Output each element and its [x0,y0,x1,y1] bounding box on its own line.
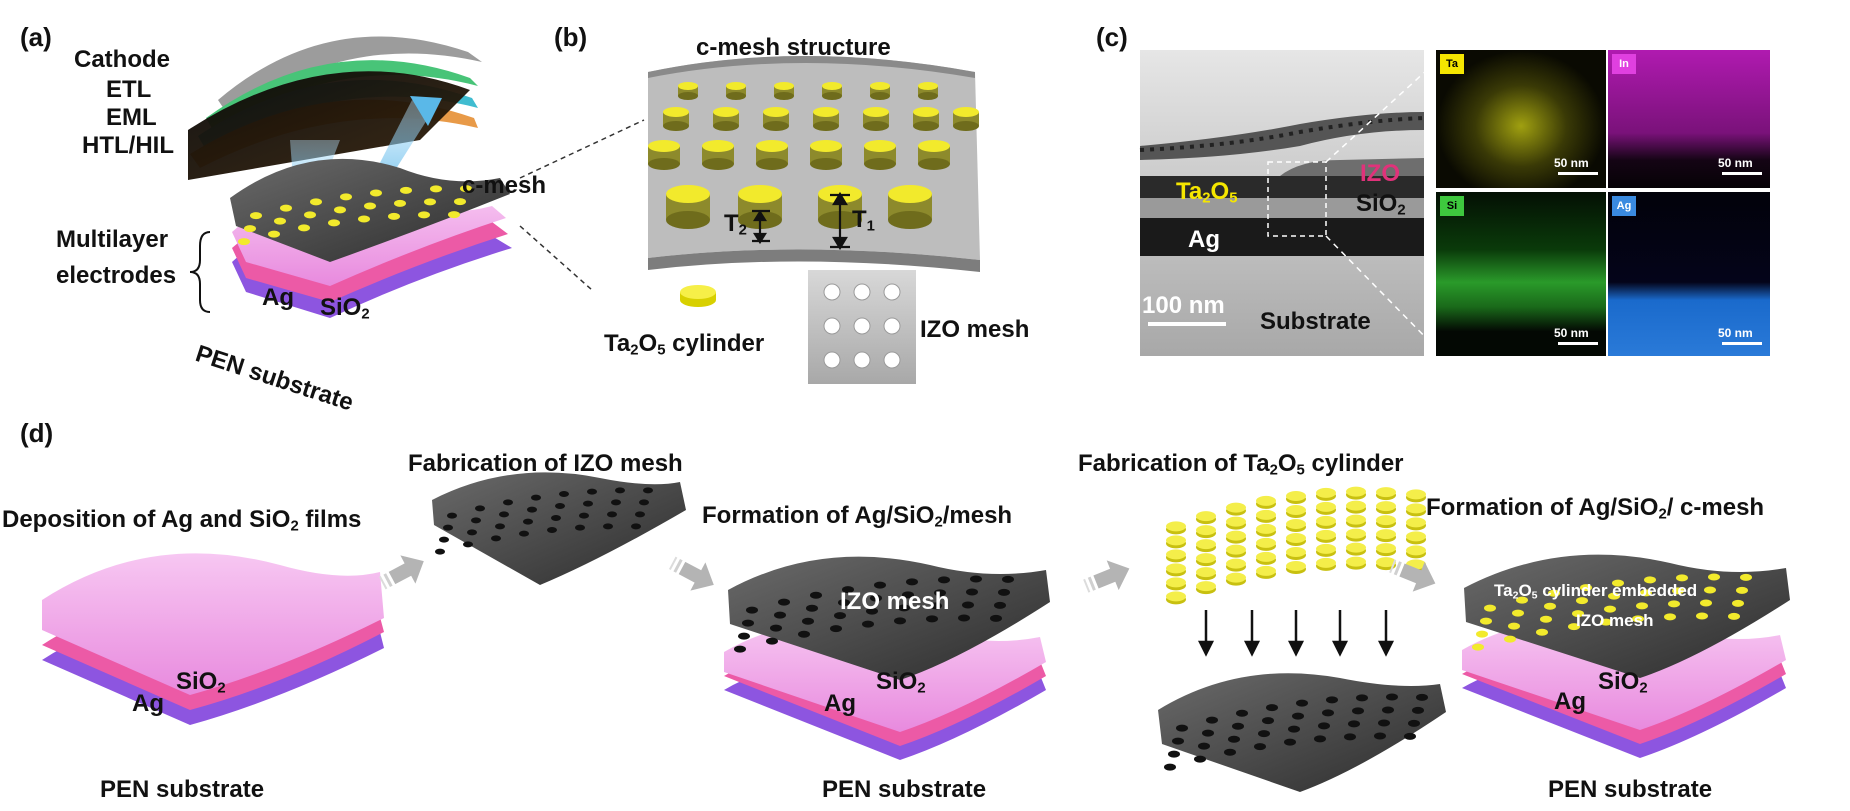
label-step2: Fabrication of IZO mesh [408,450,683,477]
light-beam-arrow [410,96,442,126]
label-step4: Fabrication of Ta2O5 cylinder [1078,450,1404,479]
label-pen-d5: PEN substrate [1548,776,1713,803]
label-sio2-tem: SiO2 [1356,190,1406,219]
panel-label-d: (d) [20,418,54,448]
process-arrow-1 [374,546,432,598]
label-embedded-line2: IZO mesh [1576,611,1654,630]
panel-c-tem [1139,50,1439,356]
label-embedded-line1: Ta2O5 cylinder embedded [1494,581,1698,602]
eds-scale-in: 50 nm [1718,156,1753,170]
down-arrows [1197,610,1395,657]
label-ta2o5-cylinder: Ta2O5 cylinder [604,330,765,359]
label-ta2o5-tem: Ta2O5 [1176,178,1238,207]
label-sio2-d1: SiO2 [176,668,226,697]
cmesh-step5 [1464,554,1790,678]
eds-scale-ta: 50 nm [1554,156,1589,170]
label-etl: ETL [106,76,152,103]
cmesh-layer-a [230,158,510,262]
label-ag-a: Ag [262,284,294,311]
process-arrow-3 [1079,553,1136,601]
label-step3: Formation of Ag/SiO2/mesh [702,502,1013,531]
label-t2: T2 [724,210,747,239]
panel-b-structure [519,56,980,384]
panel-label-c: (c) [1096,22,1128,52]
eds-map-ta: Ta 50 nm [1436,50,1606,188]
label-step5: Formation of Ag/SiO2/ c-mesh [1426,494,1765,523]
label-eml: EML [106,104,157,131]
label-ag-d1: Ag [132,690,164,717]
mesh-step4 [1158,673,1446,792]
eds-map-si: Si 50 nm [1436,192,1606,356]
label-sio2-a: SiO2 [320,294,370,323]
label-cathode: Cathode [74,46,170,73]
cmesh-dots-a [238,185,472,246]
eds-tag-ta: Ta [1440,54,1464,74]
ag-band [1140,218,1424,256]
cathode-layer [218,36,482,118]
cylinders-step4 [1166,486,1426,605]
eds-map-in: In 50 nm [1608,50,1770,188]
eds-map-ag: Ag 50 nm [1608,192,1770,356]
izo-mesh-step2 [432,472,686,585]
label-htl-hil: HTL/HIL [82,132,174,159]
label-cmesh-structure: c-mesh structure [696,34,891,61]
zoom-box [1267,161,1327,237]
label-pen-d1: PEN substrate [100,776,265,803]
single-cylinder [680,285,716,299]
panel-d-process [42,472,1790,792]
eds-tag-in: In [1612,54,1636,74]
label-ag-tem: Ag [1188,226,1220,253]
label-electrodes: electrodes [56,262,177,289]
label-t1: T1 [852,206,875,235]
sio2-band [1140,198,1424,218]
label-substrate: Substrate [1260,308,1371,335]
panel-label-b: (b) [554,22,588,52]
label-izo-mesh-d: IZO mesh [840,588,950,615]
eds-scale-si: 50 nm [1554,326,1589,340]
ta2o5-band [1140,176,1424,198]
mesh-step3 [728,556,1050,680]
panel-a-stack [188,36,512,318]
label-multilayer: Multilayer [56,226,169,253]
label-ag-d5: Ag [1554,688,1586,715]
cylinders-b [648,82,979,229]
label-izo-mesh-b: IZO mesh [920,316,1030,343]
tem-scale-bar [1148,322,1226,326]
label-sio2-d3: SiO2 [876,668,926,697]
label-pen-d3: PEN substrate [822,776,987,803]
label-step1: Deposition of Ag and SiO2 films [2,506,362,535]
label-izo-tem: IZO [1360,160,1400,187]
label-ag-d3: Ag [824,690,856,717]
label-sio2-d5: SiO2 [1598,668,1648,697]
panel-label-a: (a) [20,22,52,52]
label-cmesh-a: c-mesh [462,172,547,199]
eds-scale-ag: 50 nm [1718,326,1753,340]
process-arrow-2 [664,548,722,600]
oled-body [188,71,470,180]
electrode-brace [189,231,211,313]
label-tem-scale: 100 nm [1142,292,1225,319]
eds-tag-ag: Ag [1612,196,1636,216]
eds-tag-si: Si [1440,196,1464,216]
